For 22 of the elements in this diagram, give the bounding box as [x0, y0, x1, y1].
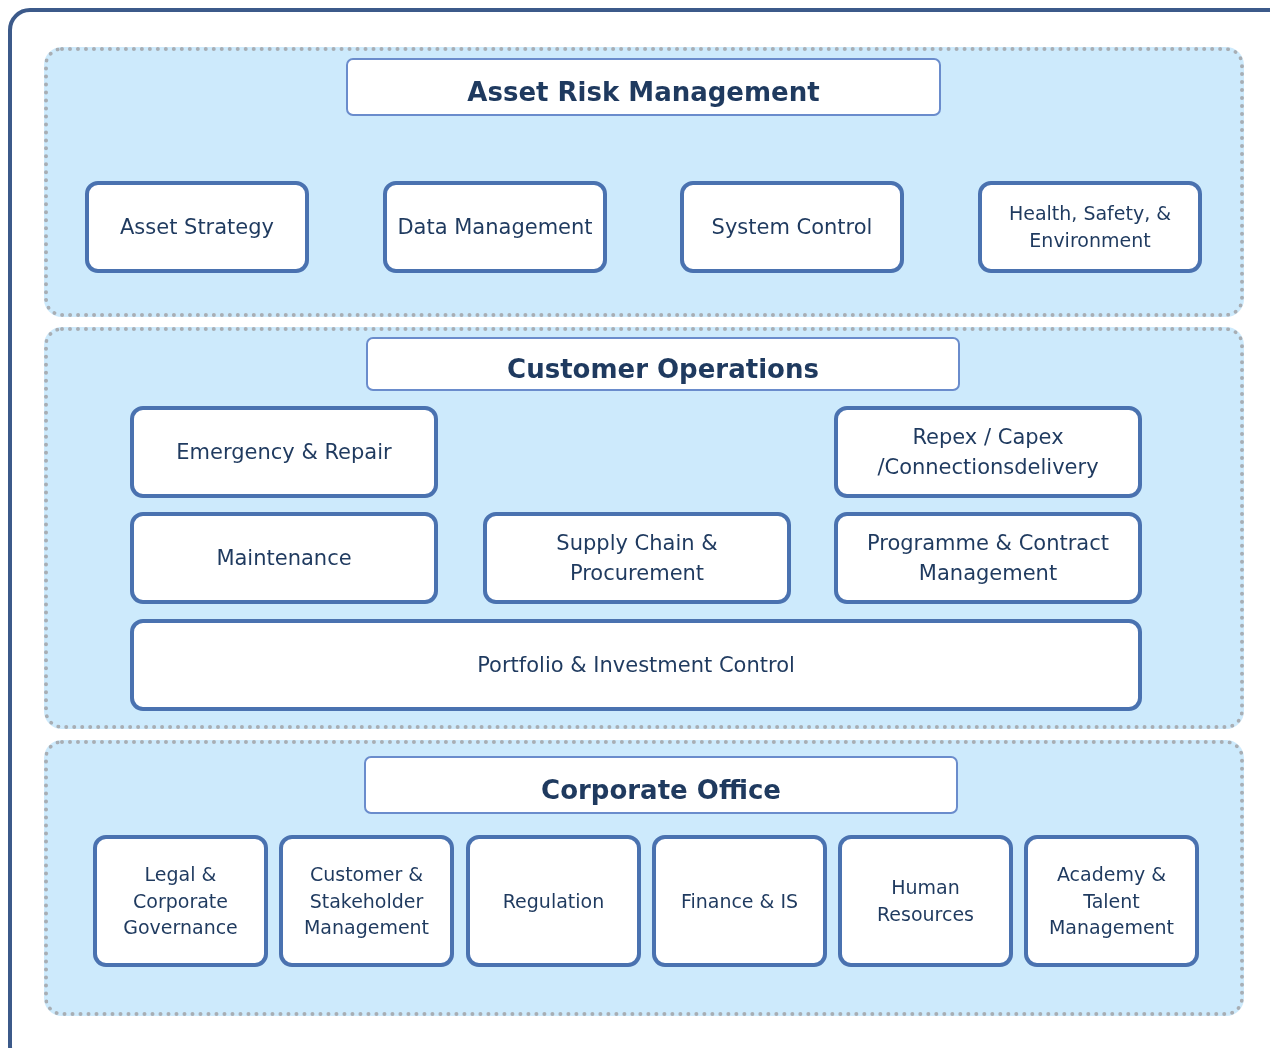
function-box: Regulation [466, 835, 641, 967]
section-heading-box: Asset Risk Management [346, 58, 941, 116]
function-box: Finance & IS [652, 835, 827, 967]
function-box: Portfolio & Investment Control [130, 619, 1142, 711]
function-box: Customer & Stakeholder Management [279, 835, 454, 967]
function-box: Human Resources [838, 835, 1013, 967]
function-box: Legal & Corporate Governance [93, 835, 268, 967]
function-box: Emergency & Repair [130, 406, 438, 498]
section-panel [44, 740, 1244, 1016]
function-box: Data Management [383, 181, 607, 273]
section-heading-box: Customer Operations [366, 337, 960, 391]
function-box: Academy & Talent Management [1024, 835, 1199, 967]
function-box: Repex / Capex /Connectionsdelivery [834, 406, 1142, 498]
function-box: Health, Safety, & Environment [978, 181, 1202, 273]
function-box: Maintenance [130, 512, 438, 604]
function-box: Supply Chain & Procurement [483, 512, 791, 604]
section-heading-box: Corporate Office [364, 756, 958, 814]
function-box: System Control [680, 181, 904, 273]
function-box: Programme & Contract Management [834, 512, 1142, 604]
section-panel [44, 327, 1244, 729]
function-box: Asset Strategy [85, 181, 309, 273]
section-panel [44, 47, 1244, 317]
